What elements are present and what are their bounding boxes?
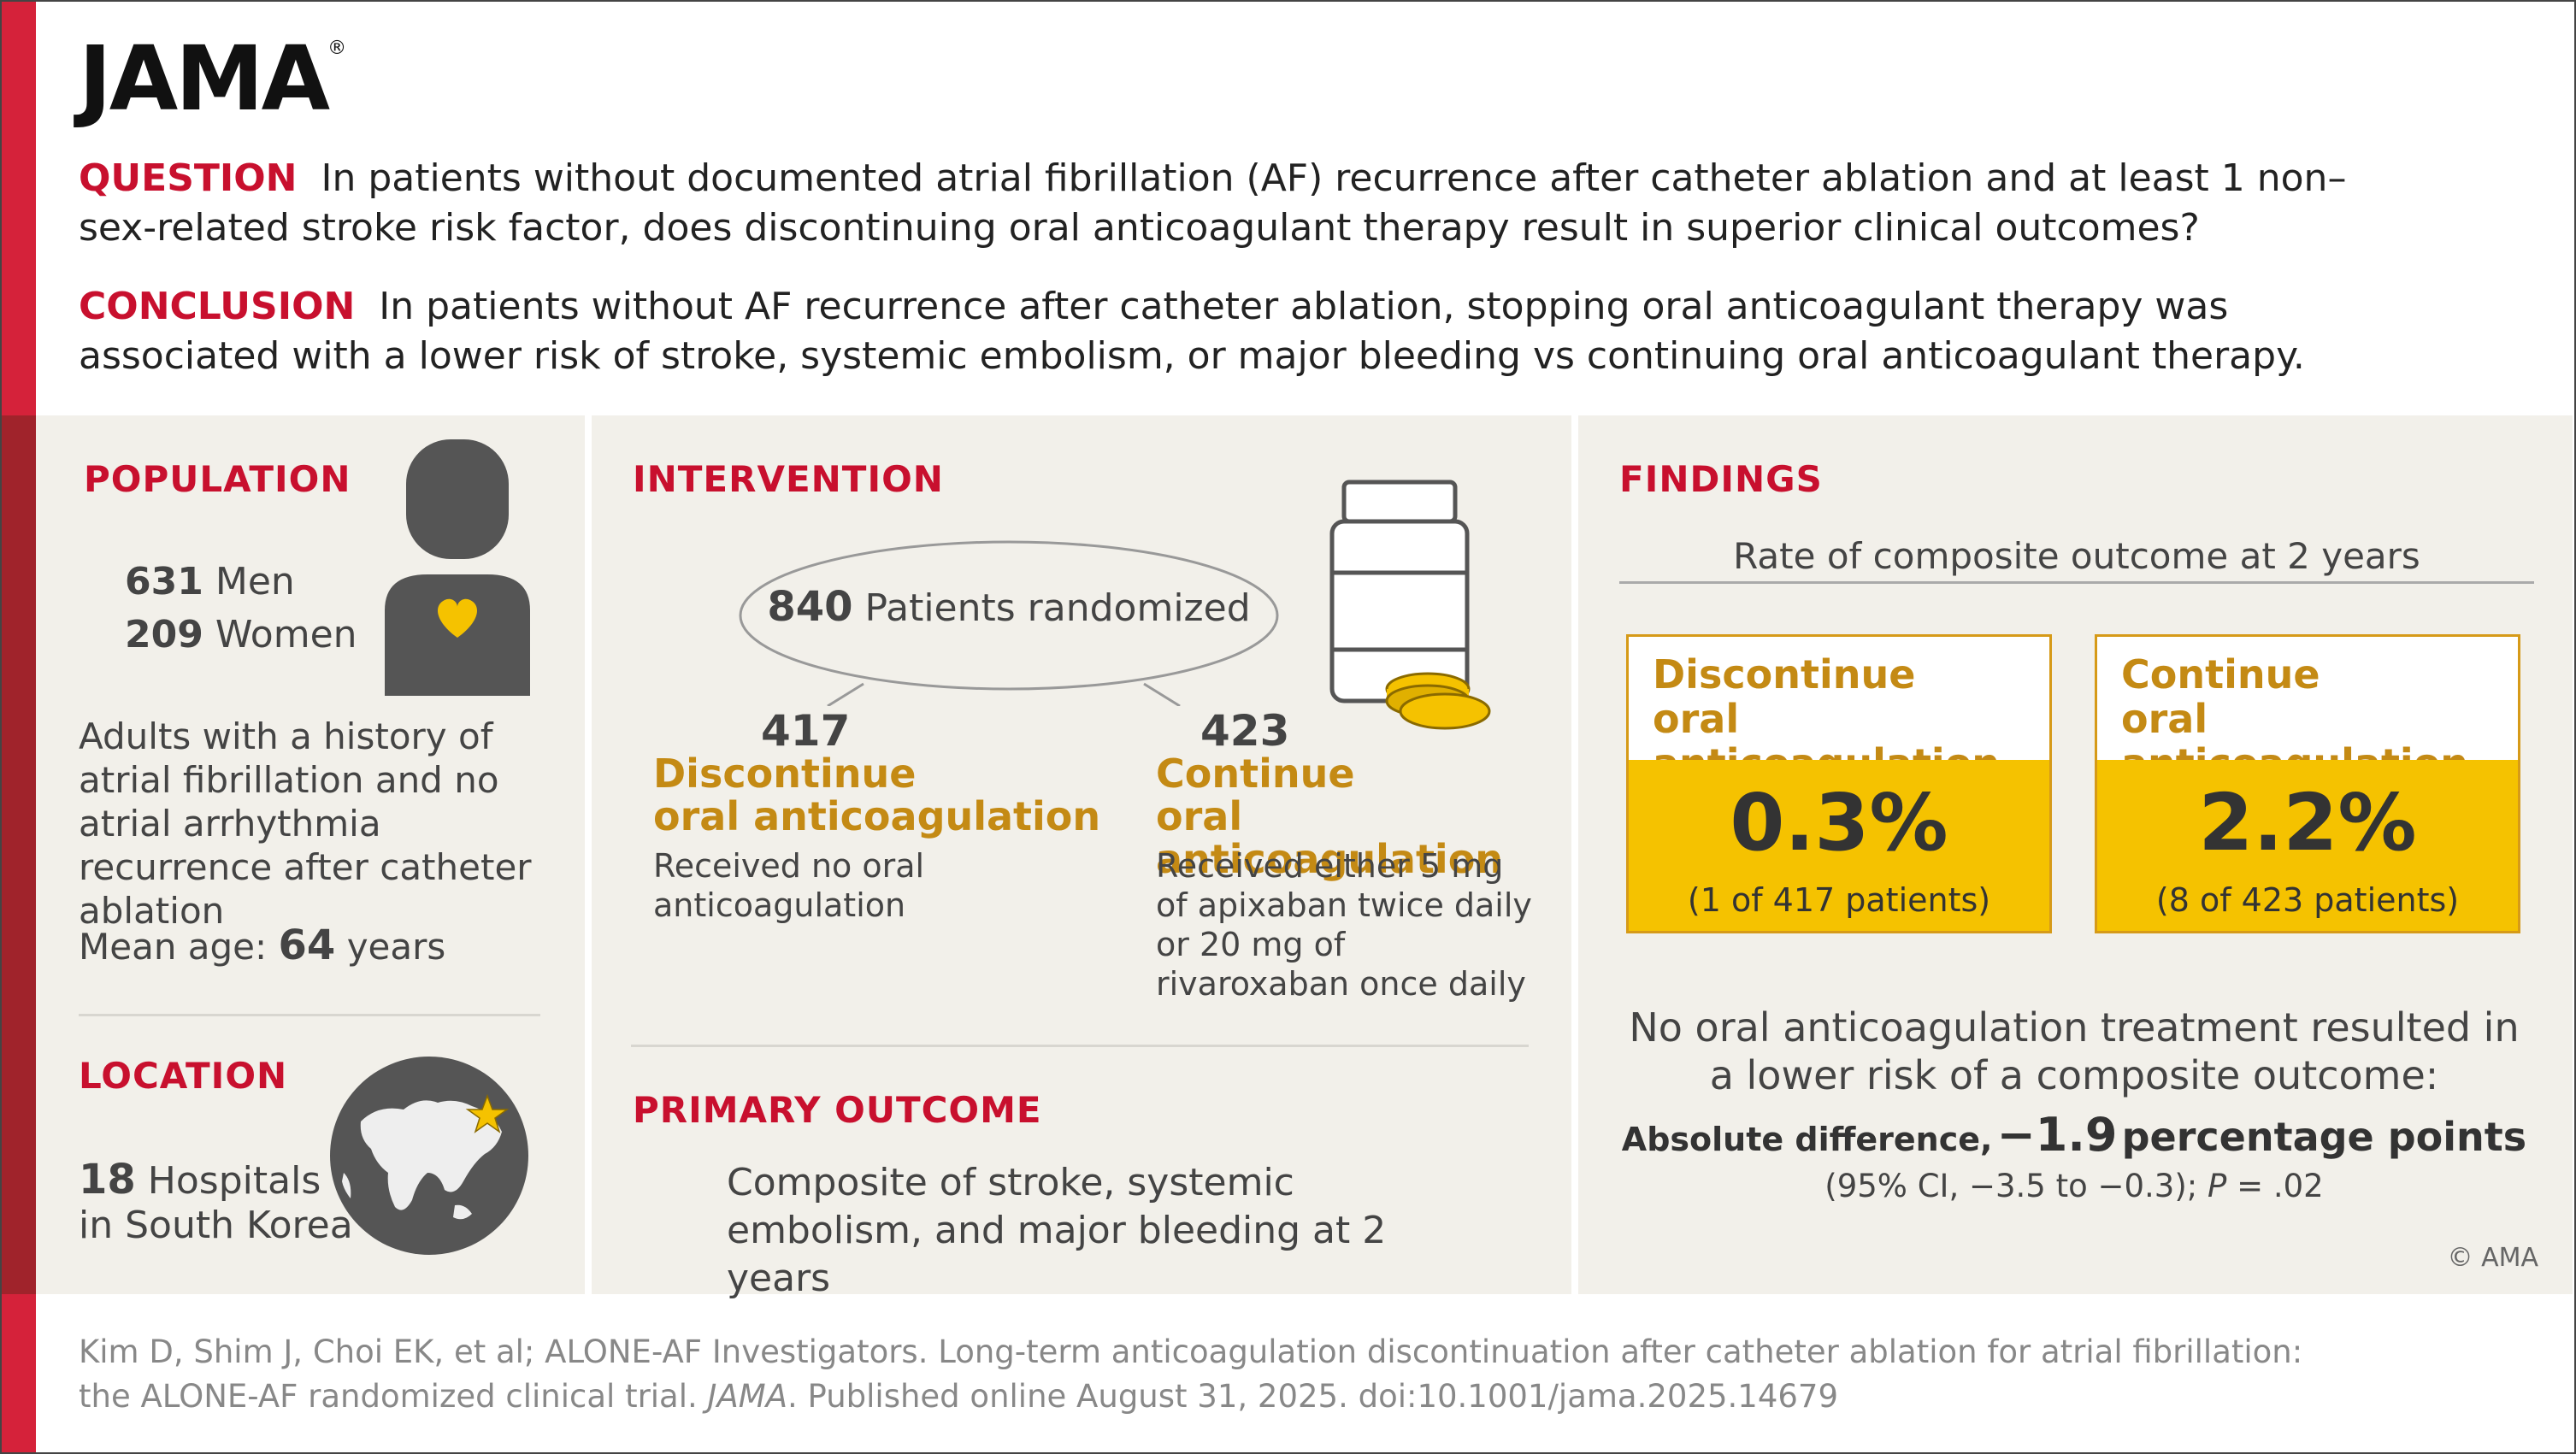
citation-publication: . Published online August 31, 2025. doi:…: [787, 1378, 1838, 1415]
continue-rate: 2.2%: [2198, 777, 2417, 868]
person-heart-icon: [385, 439, 530, 696]
continue-result-card: Continue oral anticoagulation 2.2% (8 of…: [2095, 634, 2520, 933]
confidence-interval: (95% CI, −3.5 to −0.3); P = .02: [1595, 1168, 2553, 1204]
women-label: Women: [215, 613, 357, 656]
abs-diff-value: −1.9: [1996, 1108, 2118, 1162]
arm2-count: 423: [1200, 706, 1290, 756]
findings-summary: No oral anticoagulation treatment result…: [1595, 1004, 2553, 1099]
randomized-count: 840: [767, 583, 853, 631]
globe-star-icon: [330, 1057, 528, 1255]
question-label: QUESTION: [79, 156, 298, 200]
men-count: 631: [125, 560, 203, 603]
findings-panel: FINDINGS Rate of composite outcome at 2 …: [1578, 415, 2573, 1294]
hospital-label: Hospitals: [147, 1159, 321, 1203]
women-count: 209: [125, 613, 203, 656]
mean-age-unit: years: [346, 926, 446, 968]
population-heading: POPULATION: [84, 458, 351, 500]
conclusion-label: CONCLUSION: [79, 285, 356, 328]
findings-subtitle-rule: [1619, 581, 2534, 584]
copyright: © AMA: [2447, 1243, 2538, 1273]
summary-line1: No oral anticoagulation treatment result…: [1629, 1004, 2520, 1051]
arm2-title-line2: oral anticoagulation: [1156, 793, 1504, 882]
arm2-title-line1: Continue: [1156, 751, 1355, 797]
question-block: QUESTION In patients without documented …: [79, 154, 2387, 253]
randomized-ellipse: [739, 540, 1279, 706]
citation-line2: the ALONE-AF randomized clinical trial. …: [79, 1375, 2473, 1419]
mean-age: Mean age: 64 years: [79, 921, 445, 969]
findings-heading: FINDINGS: [1619, 458, 1823, 500]
conclusion-text: In patients without AF recurrence after …: [79, 285, 2305, 378]
men-label: Men: [215, 560, 295, 603]
logo-text: JAMA: [79, 26, 330, 131]
ci-text: (95% CI, −3.5 to −0.3);: [1824, 1168, 2198, 1204]
discontinue-result-card: Discontinue oral anticoagulation 0.3% (1…: [1626, 634, 2052, 933]
card1-title-line1: Discontinue: [1653, 651, 1916, 698]
findings-subtitle: Rate of composite outcome at 2 years: [1733, 535, 2420, 577]
card2-title-line1: Continue: [2121, 651, 2320, 698]
arm2-title: Continue oral anticoagulation: [1156, 752, 1571, 880]
discontinue-rate: 0.3%: [1730, 777, 1948, 868]
accent-bar-bottom: [2, 1294, 36, 1452]
location-place: in South Korea: [79, 1204, 353, 1247]
abs-diff-unit: percentage points: [2121, 1114, 2527, 1160]
discontinue-card-fill: 0.3% (1 of 417 patients): [1629, 760, 2049, 931]
absolute-difference: Absolute difference, −1.9 percentage poi…: [1595, 1108, 2553, 1162]
question-text: In patients without documented atrial fi…: [79, 156, 2347, 250]
p-label: P: [2208, 1168, 2227, 1204]
primary-outcome-text: Composite of stroke, systemic embolism, …: [727, 1161, 1387, 1300]
p-value: = .02: [2237, 1168, 2324, 1204]
accent-bar-middle: [2, 415, 36, 1294]
hospital-count: 18: [79, 1156, 136, 1204]
arm2-description: Received either 5 mg of apixaban twice d…: [1156, 847, 1532, 1003]
primary-outcome-heading: PRIMARY OUTCOME: [633, 1089, 1042, 1131]
registered-mark: ®: [327, 38, 347, 59]
conclusion-block: CONCLUSION In patients without AF recurr…: [79, 282, 2336, 381]
summary-line2: a lower risk of a composite outcome:: [1709, 1052, 2439, 1098]
location-heading: LOCATION: [79, 1055, 288, 1097]
abs-diff-label: Absolute difference,: [1621, 1121, 1993, 1158]
arm1-title-line1: Discontinue: [653, 751, 917, 797]
population-description: Adults with a history of atrial fibrilla…: [79, 715, 532, 932]
continue-patients: (8 of 423 patients): [2155, 881, 2460, 919]
citation: Kim D, Shim J, Choi EK, et al; ALONE-AF …: [79, 1330, 2473, 1419]
arm1-description: Received no oral anticoagulation: [653, 847, 925, 924]
citation-journal: JAMA: [707, 1378, 788, 1415]
citation-title: the ALONE-AF randomized clinical trial.: [79, 1378, 698, 1415]
intervention-panel: INTERVENTION 840 Patients randomized 417…: [592, 415, 1571, 1300]
accent-bar-top: [2, 2, 36, 415]
arm1-title: Discontinue oral anticoagulation: [653, 752, 1100, 838]
population-counts: 631 Men 209 Women: [125, 556, 357, 662]
randomized-label: Patients randomized: [864, 586, 1251, 630]
arm1-title-line2: oral anticoagulation: [653, 793, 1101, 839]
mean-age-value: 64: [278, 921, 336, 969]
population-panel: POPULATION 631 Men 209 Women Adults with…: [36, 415, 585, 1294]
intervention-separator: [631, 1045, 1529, 1047]
arm1-count: 417: [761, 706, 851, 756]
jama-logo: JAMA®: [79, 34, 346, 123]
population-separator: [79, 1014, 540, 1016]
pill-bottle-icon: [1329, 480, 1491, 730]
randomized-text: 840 Patients randomized: [735, 583, 1282, 631]
intervention-heading: INTERVENTION: [633, 458, 944, 500]
continue-card-fill: 2.2% (8 of 423 patients): [2097, 760, 2518, 931]
citation-line1: Kim D, Shim J, Choi EK, et al; ALONE-AF …: [79, 1333, 2303, 1370]
discontinue-patients: (1 of 417 patients): [1687, 881, 1991, 919]
mean-age-label: Mean age:: [79, 926, 268, 968]
location-text: 18 Hospitals in South Korea: [79, 1157, 353, 1248]
